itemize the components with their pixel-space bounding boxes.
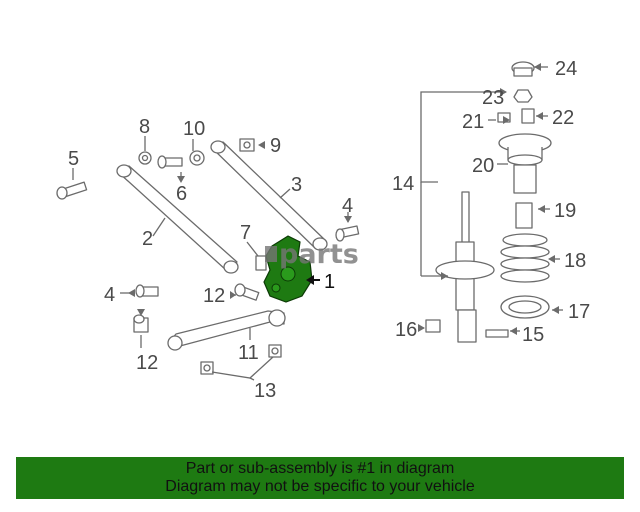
callout-15: 15	[522, 324, 544, 346]
callout-4-right: 4	[342, 195, 353, 217]
callout-23: 23	[482, 87, 504, 109]
callout-24: 24	[555, 58, 577, 80]
callout-7: 7	[240, 222, 251, 244]
callout-numbers: 1 2 3 4 4 5 6 7 8 9 10 11 12 12 13 14 15…	[68, 58, 590, 402]
nut-13-right	[268, 344, 282, 358]
callout-9: 9	[270, 135, 281, 157]
bump-stop-19	[513, 164, 537, 229]
washer-10	[189, 150, 205, 166]
banner-line-1: Part or sub-assembly is #1 in diagram	[185, 460, 455, 477]
bushing-22	[521, 108, 535, 124]
callout-16: 16	[395, 319, 417, 341]
strut-mount-cap-24	[511, 61, 535, 77]
callout-2: 2	[142, 228, 153, 250]
rear-lateral-link-2	[116, 164, 239, 274]
rear-trailing-link-11	[167, 309, 286, 351]
callout-17: 17	[568, 301, 590, 323]
leader-lines	[72, 66, 563, 381]
bolt-12-upper	[234, 283, 260, 301]
nut-8	[138, 151, 152, 165]
callout-18: 18	[564, 250, 586, 272]
bolt-4-right	[335, 225, 360, 242]
bolt-4-left	[135, 284, 159, 298]
coil-spring-18	[500, 233, 550, 283]
stud-7	[255, 255, 267, 271]
callout-10: 10	[183, 118, 205, 140]
callout-14: 14	[392, 173, 414, 195]
callout-22: 22	[552, 107, 574, 129]
watermark-text: parts	[279, 239, 359, 270]
callout-12-lower: 12	[136, 352, 158, 374]
nut-9	[239, 138, 255, 152]
strut-nut-23	[513, 89, 533, 103]
disclaimer-banner: Part or sub-assembly is #1 in diagram Di…	[16, 457, 624, 499]
bolt-6	[157, 155, 183, 169]
callout-13: 13	[254, 380, 276, 402]
bolt-15	[485, 329, 509, 338]
callout-12-upper: 12	[203, 285, 225, 307]
strut-14	[435, 191, 495, 343]
callout-21: 21	[462, 111, 484, 133]
strut-mount-20	[498, 133, 552, 166]
nut-13-left	[200, 361, 214, 375]
callout-4-left: 4	[104, 284, 115, 306]
callout-6: 6	[176, 183, 187, 205]
bolt-12-lower	[133, 314, 149, 333]
watermark-logo: parts	[265, 239, 359, 270]
callout-1: 1	[324, 271, 335, 293]
callout-11: 11	[238, 342, 259, 364]
bolt-16	[425, 319, 441, 333]
callout-8: 8	[139, 116, 150, 138]
spring-seat-17	[500, 295, 550, 319]
callout-3: 3	[291, 174, 302, 196]
callout-19: 19	[554, 200, 576, 222]
bolt-5	[56, 181, 88, 200]
arrowheads	[128, 63, 559, 335]
rear-lateral-link-3	[210, 140, 328, 251]
callout-20: 20	[472, 155, 494, 177]
banner-line-2: Diagram may not be specific to your vehi…	[165, 478, 475, 495]
callout-5: 5	[68, 148, 79, 170]
